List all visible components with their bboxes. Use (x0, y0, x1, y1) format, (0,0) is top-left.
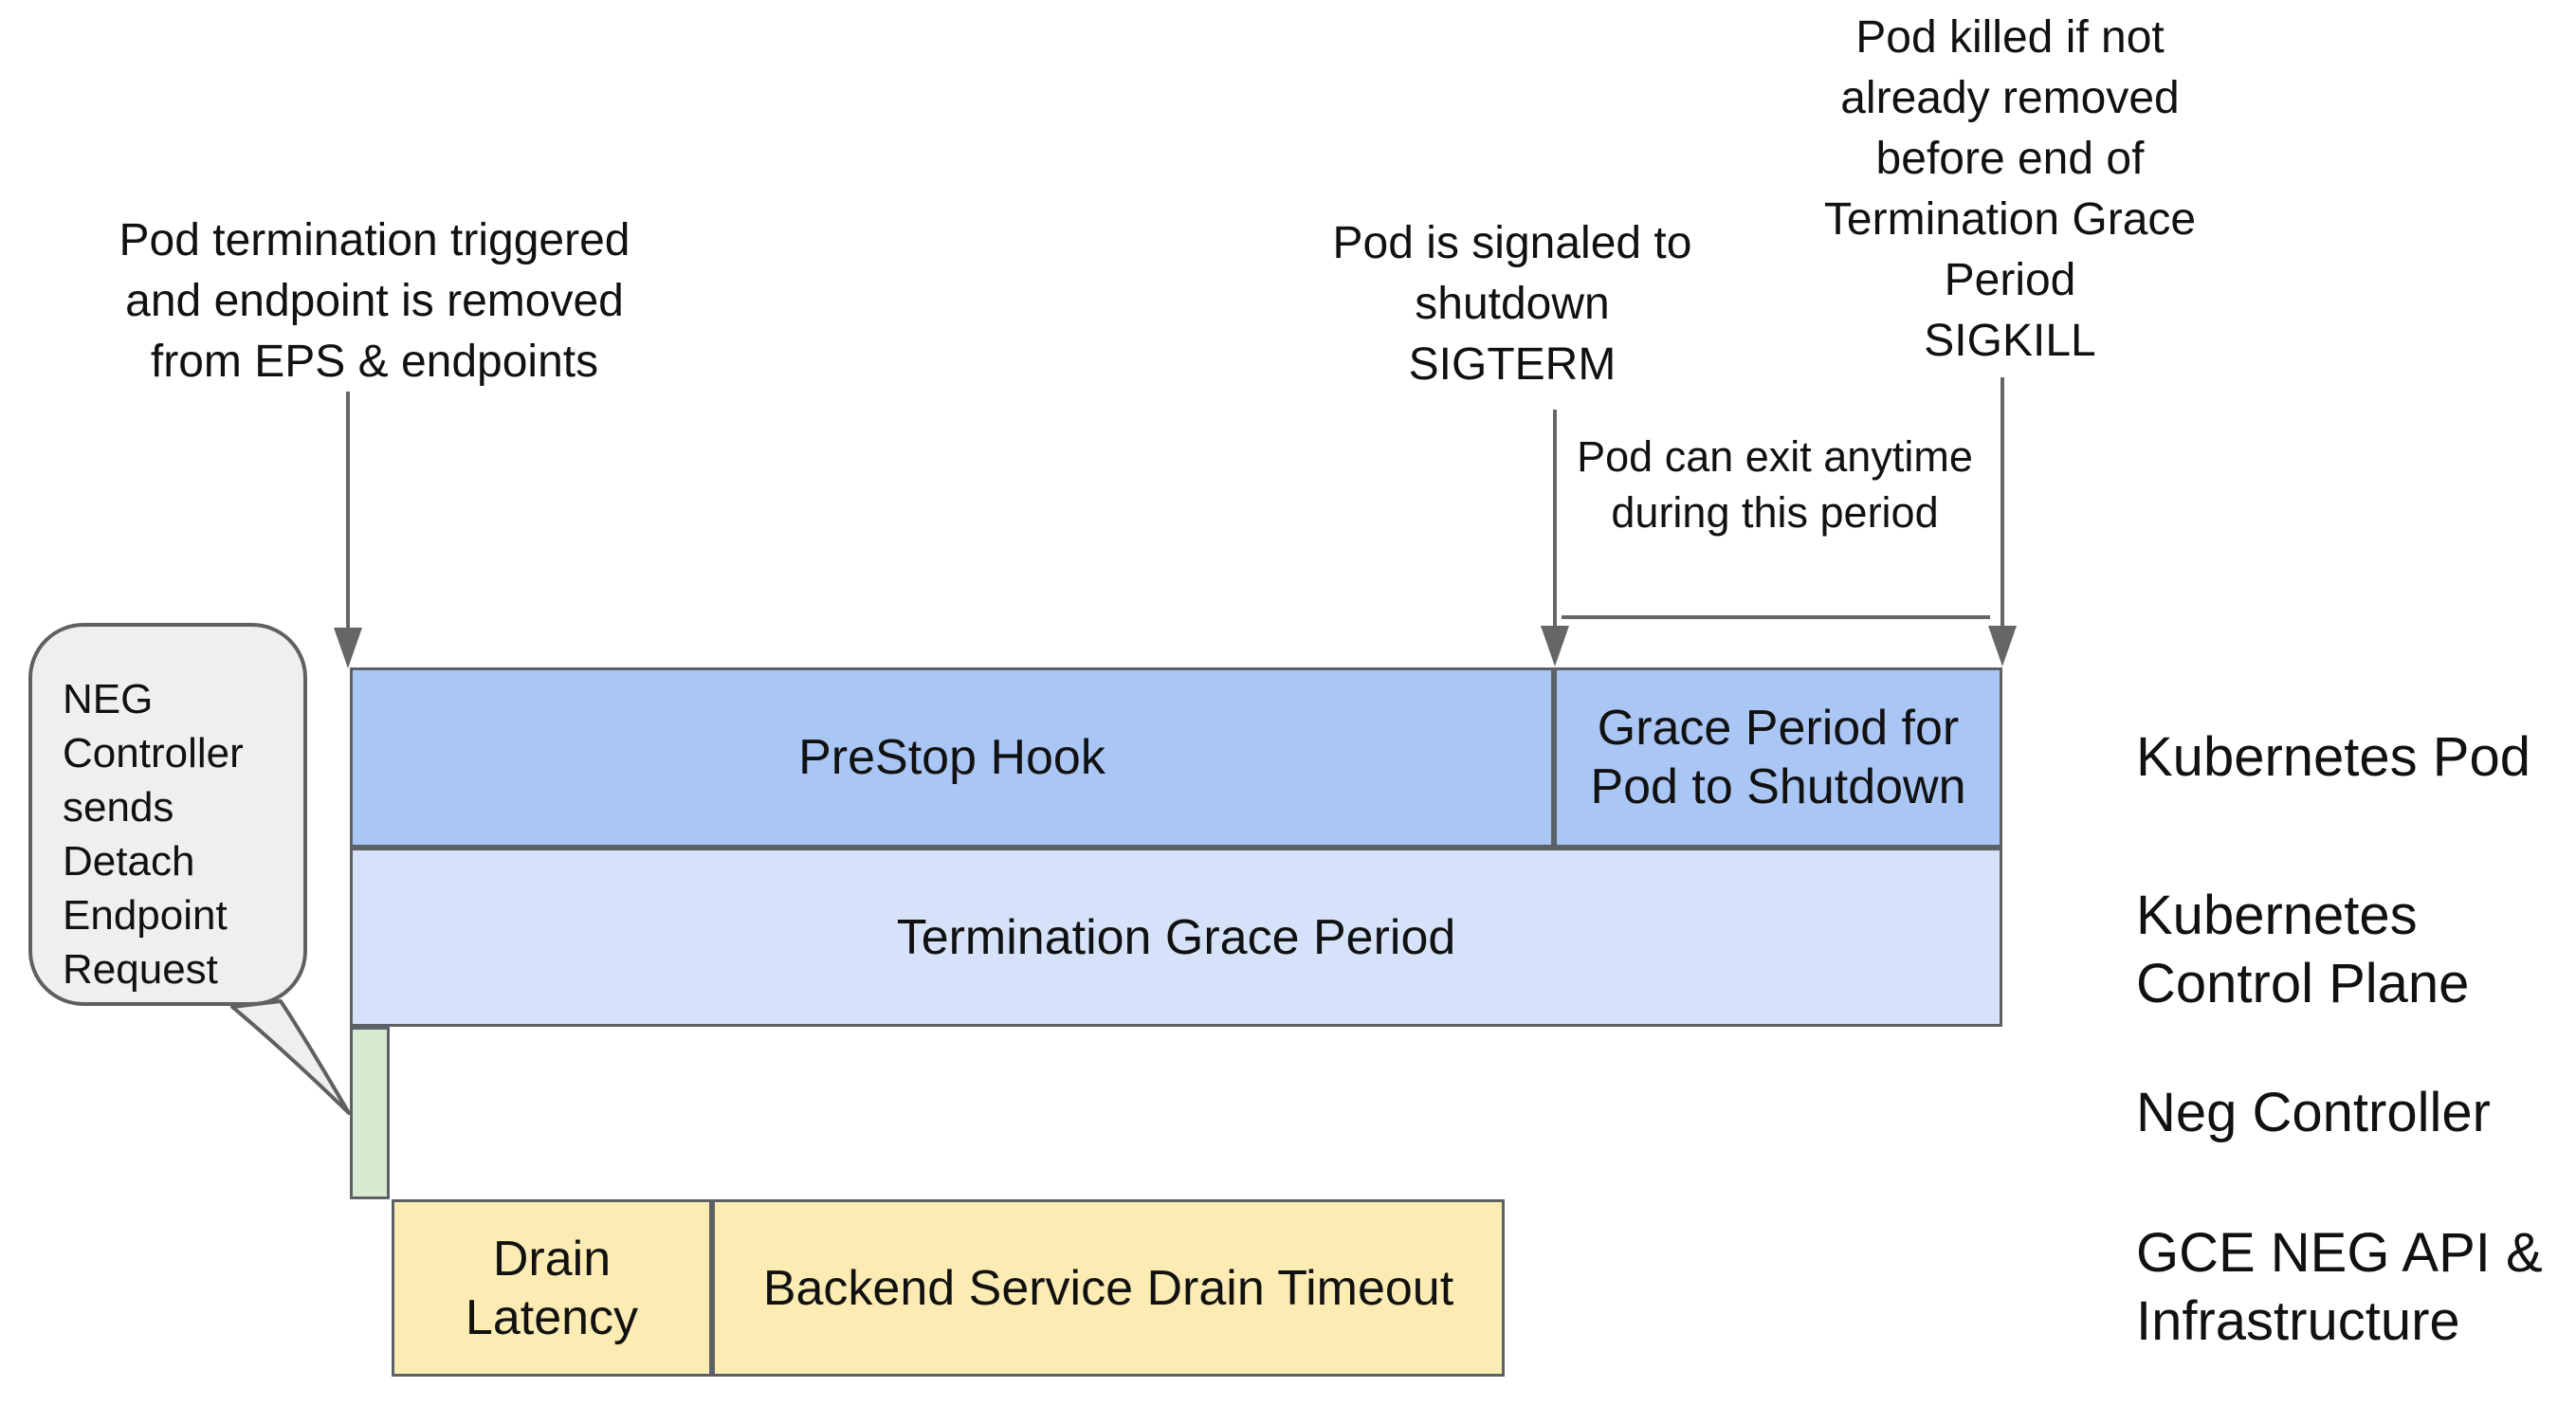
exit-anytime-annotation: Pod can exit anytime during this period (1557, 429, 1993, 540)
row-label-kubernetes-pod: Kubernetes Pod (2136, 723, 2530, 792)
bubble-line: sends (63, 784, 174, 831)
bubble-line: Controller (63, 730, 244, 776)
bubble-line: NEG (63, 676, 154, 722)
pod-termination-arrow (334, 392, 362, 668)
annotation-line: before end of (1875, 134, 2145, 184)
bar-label: Backend Service Drain Timeout (762, 1260, 1454, 1316)
annotation-line: SIGKILL (1924, 316, 2096, 366)
row-label-control-plane: Kubernetes Control Plane (2136, 882, 2469, 1018)
row-label-neg-controller: Neg Controller (2136, 1079, 2491, 1147)
annotation-line: SIGTERM (1408, 339, 1617, 390)
drain-latency-bar: Drain Latency (392, 1199, 712, 1377)
bar-label: Pod to Shutdown (1590, 759, 1966, 814)
row-label-line: Neg Controller (2136, 1082, 2491, 1143)
sigkill-arrow (1988, 377, 2017, 666)
annotation-line: Period (1944, 255, 2076, 305)
row-label-line: GCE NEG API & (2136, 1222, 2543, 1284)
neg-controller-bubble: NEG Controller sends Detach Endpoint Req… (28, 623, 307, 1006)
pod-termination-annotation: Pod termination triggered and endpoint i… (38, 210, 711, 393)
annotation-line: shutdown (1415, 279, 1610, 329)
bar-label: PreStop Hook (798, 730, 1105, 785)
annotation-line: during this period (1611, 488, 1939, 537)
bubble-line: Request (63, 946, 218, 993)
row-label-line: Infrastructure (2136, 1290, 2460, 1352)
annotation-line: already removed (1840, 73, 2180, 123)
backend-drain-bar: Backend Service Drain Timeout (712, 1199, 1505, 1377)
termination-grace-period-bar: Termination Grace Period (350, 848, 2002, 1027)
row-label-line: Kubernetes Pod (2136, 726, 2530, 788)
bubble-line: Endpoint (63, 892, 228, 939)
annotation-line: Pod killed if not (1855, 12, 2165, 63)
bar-label: Latency (465, 1289, 639, 1345)
annotation-line: Pod can exit anytime (1577, 432, 1973, 481)
prestop-hook-bar: PreStop Hook (350, 667, 1554, 848)
annotation-line: and endpoint is removed (125, 276, 624, 326)
bar-label: Grace Period for (1597, 701, 1960, 756)
row-label-line: Kubernetes (2136, 885, 2418, 946)
row-label-line: Control Plane (2136, 953, 2470, 1014)
annotation-line: Pod is signaled to (1332, 218, 1692, 268)
bubble-tail (230, 999, 351, 1115)
sigkill-annotation: Pod killed if not already removed before… (1792, 8, 2228, 372)
neg-controller-bar (350, 1027, 390, 1199)
bar-label: Termination Grace Period (896, 909, 1456, 965)
annotation-line: Termination Grace (1823, 194, 2197, 245)
grace-period-bar: Grace Period for Pod to Shutdown (1554, 667, 2002, 848)
annotation-line: from EPS & endpoints (150, 337, 599, 387)
bar-label: Drain (492, 1231, 612, 1287)
bubble-line: Detach (63, 838, 195, 885)
annotation-line: Pod termination triggered (119, 215, 630, 265)
sigterm-arrow (1541, 410, 1569, 666)
sigterm-annotation: Pod is signaled to shutdown SIGTERM (1275, 213, 1749, 395)
row-label-gce-neg: GCE NEG API & Infrastructure (2136, 1219, 2543, 1356)
